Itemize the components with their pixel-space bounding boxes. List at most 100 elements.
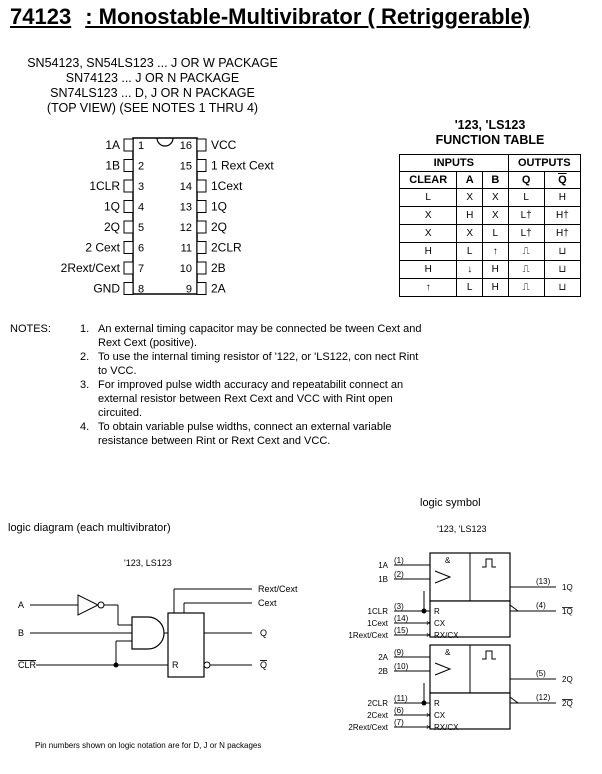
pin-1 [123,138,134,152]
symbol-pin-number: (1) [394,556,404,565]
table-cell: ↑ [482,242,509,261]
symbol-output-label: 1Q [562,607,573,616]
col-a: A [456,171,483,189]
logic-diagram-heading: logic diagram (each multivibrator) [8,522,171,534]
pin-number: 6 [138,243,144,255]
logic-diagram-subtitle: '123, LS123 [124,558,172,568]
symbol-input-label: 1Cext [367,619,389,628]
symbol-pin-number: (5) [536,669,546,678]
pin-8 [123,282,134,295]
symbol-output-label: 2Q [562,675,573,684]
symbol-input-label: 2B [378,667,388,676]
symbol-pin-number: (11) [394,694,408,703]
pin-number: 15 [180,161,192,173]
table-cell: X [456,188,483,207]
pin-number: 13 [180,202,192,214]
part-number: 74123 [10,4,72,29]
note-4: 4.To obtain variable pulse widths, conne… [80,421,392,447]
pin-name: 1Q [211,200,227,214]
table-cell: ⎍ [507,242,545,261]
and-gate [131,616,165,650]
table-cell: L [398,188,458,207]
pin-name: 2Q [104,220,120,234]
logic-symbol-subtitle: '123, 'LS123 [437,524,487,534]
table-cell: ⎍ [507,278,545,297]
table-cell: X [482,188,509,207]
logic-symbol-unit-1: &1A(1)1B(2)1CLR(3)1Cext(14)×1Rext/Cext(1… [348,552,573,640]
table-cell: H† [543,206,582,225]
symbol-pin-number: (12) [536,693,551,702]
schmitt-symbol [434,662,452,676]
symbol-pin-number: (15) [394,626,409,635]
logic-symbol: &1A(1)1B(2)1CLR(3)1Cext(14)×1Rext/Cext(1… [348,552,573,732]
pin-number: 2 [138,161,144,173]
symbol-input-label: 2Cext [367,711,389,720]
symbol-input-label: 1B [378,575,388,584]
note-2: 2.To use the internal timing resistor of… [80,351,419,377]
cross-mark: × [426,630,431,640]
cross-mark: × [426,710,431,720]
pin-name: 2Q [211,220,227,234]
page-title: 74123: Monostable-Multivibrator ( Retrig… [10,4,530,30]
table-cell: L† [507,206,545,225]
logic-symbol-unit-2: &2A(9)2B(10)2CLR(11)2Cext(6)×2Rext/Cext(… [348,644,573,732]
mono-block [167,612,205,678]
table-cell: L [507,188,545,207]
pin-name: 1Cext [211,179,243,193]
package-line: SN74LS123 ... D, J OR N PACKAGE [50,86,255,100]
symbol-cx-label: CX [434,619,446,628]
pin-3 [123,179,134,193]
symbol-rxcx-label: RX/CX [434,723,459,732]
and-symbol: & [445,648,451,657]
pin-number: 1 [138,140,144,152]
note-1: NOTES:1.An external timing capacitor may… [10,323,422,349]
pin-number: 5 [138,222,144,234]
symbol-pin-number: (7) [394,718,404,727]
pulse-symbol [482,650,496,660]
pin-number: 10 [180,263,192,275]
pin-number: 3 [138,181,144,193]
buffer-gate [77,594,100,616]
symbol-input-label: 1A [378,561,388,570]
pin-13 [196,200,207,213]
output-rext-cext-label: Rext/Cext [258,584,298,594]
table-cell: L† [507,224,545,243]
pin-number: 8 [138,284,144,296]
ic-body [132,137,198,295]
table-cell: H [482,260,509,279]
symbol-input-label: 1CLR [368,607,389,616]
table-cell: X [398,224,458,243]
footnote: Pin numbers shown on logic notation are … [35,741,262,750]
pin-7 [123,261,134,275]
table-cell: L [482,224,509,243]
pin-6 [123,241,134,254]
symbol-pin-number: (6) [394,706,404,715]
pin-16 [196,138,207,152]
col-clear: CLEAR [398,171,458,189]
pin-number: 4 [138,202,144,214]
pin-name: 2CLR [211,241,242,255]
table-row: H↓H⎍⊔ [398,260,582,279]
pin-number: 16 [180,140,192,152]
pin-name: 2B [211,261,226,275]
table-cell: ⊔ [543,260,582,279]
table-cell: ⊔ [543,242,582,261]
function-table-title-parts: '123, 'LS123 [454,118,526,132]
symbol-input-label: 2Rext/Cext [348,723,388,732]
symbol-pin-number: (3) [394,602,404,611]
table-cell: ↑ [398,278,458,297]
col-q-bar: Q [543,171,582,189]
symbol-pin-number: (14) [394,614,409,623]
symbol-pin-number: (2) [394,570,404,579]
pin-14 [196,179,207,193]
pin-name: 1A [105,138,120,152]
pin-5 [123,220,134,234]
ic-notch [156,137,174,147]
table-cell: X [398,206,458,225]
table-cell: H† [543,224,582,243]
